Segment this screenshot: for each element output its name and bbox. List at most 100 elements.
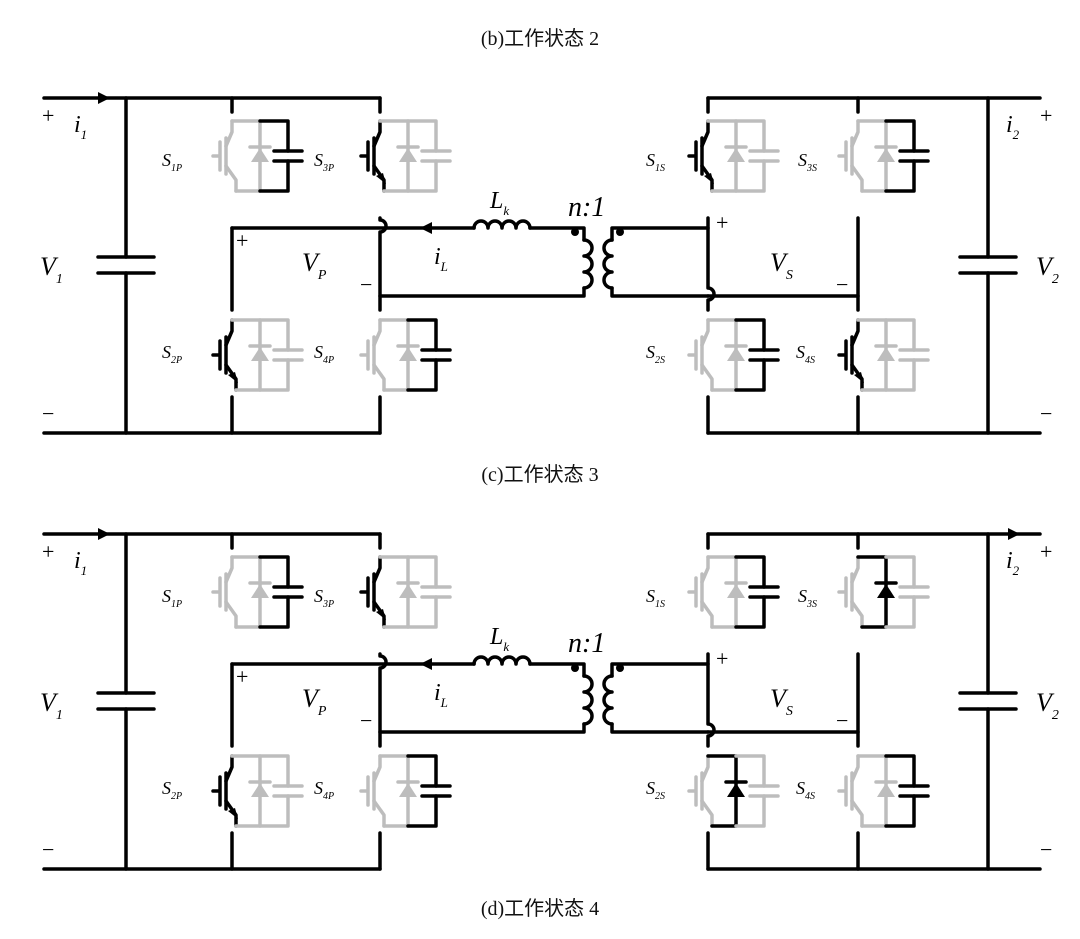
sec-left-leg-wire	[706, 532, 716, 871]
v2-cap	[958, 691, 1018, 711]
s1s-label-main: S	[646, 150, 655, 170]
s3p-label-sub: 3P	[322, 599, 334, 610]
s4s-switch	[837, 754, 930, 828]
tx-secondary-coil	[602, 674, 614, 726]
s1s-label-main: S	[646, 586, 655, 606]
s2s-label-main: S	[646, 778, 655, 798]
s1p-switch-cap	[272, 585, 304, 599]
s2s-switch	[687, 318, 780, 392]
s1s-switch	[687, 555, 780, 629]
output-current-label: i2	[1006, 548, 1020, 578]
output-plus: +	[1040, 539, 1052, 564]
s3s-switch-cap	[898, 149, 930, 163]
vp-label-sub: P	[317, 704, 327, 719]
s1s-label-sub: 1S	[655, 163, 665, 174]
s4s-label-main: S	[796, 342, 805, 362]
v1-label-sub: 1	[56, 272, 63, 287]
s4p-label-sub: 4P	[323, 791, 334, 802]
tx-primary-bottom	[378, 286, 586, 298]
s4s-label: S4S	[796, 778, 815, 802]
s4s-switch-cap-branch	[884, 754, 916, 828]
s1p-label-sub: 1P	[171, 599, 182, 610]
s3p-label-main: S	[314, 586, 323, 606]
s1s-switch-diode	[727, 584, 745, 598]
s4s-switch-diode	[877, 347, 895, 361]
s4p-label: S4P	[314, 778, 334, 802]
s2s-switch-gate	[687, 339, 698, 371]
s4p-switch-ce	[372, 318, 386, 392]
input-current-label-main: i	[74, 548, 81, 574]
s1s-switch-cap	[748, 149, 780, 163]
il-label-main: i	[434, 680, 441, 706]
il-label: iL	[434, 244, 448, 274]
s3p-label: S3P	[314, 150, 334, 174]
input-current-label: i1	[74, 112, 87, 142]
output-plus: +	[1040, 103, 1052, 128]
v1-label-sub: 1	[56, 708, 63, 723]
s1s-switch-cap-branch	[734, 119, 766, 193]
il-arrow	[420, 222, 432, 234]
lk-label-sub: k	[503, 639, 509, 654]
s1p-label-sub: 1P	[171, 163, 182, 174]
output-current-label-sub: 2	[1013, 563, 1020, 578]
tx-dot-secondary	[616, 664, 624, 672]
s3s-label-main: S	[798, 586, 807, 606]
s3p-switch-cap	[420, 585, 452, 599]
output-minus: −	[1040, 837, 1052, 862]
s3p-label-sub: 3P	[322, 163, 334, 174]
s2s-switch-gate	[687, 775, 698, 807]
s2p-switch-diode	[251, 783, 269, 797]
tx-primary-top	[528, 226, 586, 242]
s3p-switch-diode	[399, 584, 417, 598]
s2p-label: S2P	[162, 778, 182, 802]
s2s-switch-ce	[700, 318, 714, 392]
v2-label-main: V	[1036, 688, 1055, 717]
s3s-switch	[837, 119, 930, 193]
input-current-label-sub: 1	[81, 563, 88, 578]
s1p-switch-ce	[224, 119, 238, 193]
s2s-switch-diode	[727, 347, 745, 361]
v2-label: V2	[1036, 688, 1059, 723]
s2s-switch-cap-branch	[734, 318, 766, 392]
vs-label-sub: S	[786, 704, 793, 719]
input-plus: +	[42, 103, 54, 128]
primary-rails	[42, 532, 382, 871]
vs-label: VS	[770, 684, 793, 719]
s4s-label-sub: 4S	[805, 791, 815, 802]
s2s-label: S2S	[646, 778, 665, 802]
s2p-switch-gate	[211, 339, 222, 371]
input-current-label-sub: 1	[81, 127, 88, 142]
s3p-switch-gate	[359, 576, 370, 608]
s4s-switch-cap-branch	[884, 318, 916, 392]
s3s-label-main: S	[798, 150, 807, 170]
s3s-label-sub: 3S	[806, 163, 817, 174]
vs-label: VS	[770, 248, 793, 283]
s4s-label-main: S	[796, 778, 805, 798]
s3p-label-main: S	[314, 150, 323, 170]
tx-dot-secondary	[616, 228, 624, 236]
v2-label-sub: 2	[1052, 272, 1059, 287]
s2s-switch-cap	[748, 348, 780, 362]
s4p-switch-diode	[399, 347, 417, 361]
turns-ratio-label: n:1	[568, 628, 605, 659]
s1s-switch-cap	[748, 585, 780, 599]
s1s-switch-cap-branch	[734, 555, 766, 629]
s4s-label: S4S	[796, 342, 815, 366]
s2p-switch-cap-branch	[258, 318, 290, 392]
input-minus: −	[42, 401, 54, 426]
input-current-label: i1	[74, 548, 87, 578]
caption-state-3: (c)工作状态 3	[481, 464, 599, 486]
vs-label-sub: S	[786, 268, 793, 283]
s3p-switch-emitter-arrow	[376, 609, 386, 620]
v2-label-main: V	[1036, 252, 1055, 281]
input-current-label-main: i	[74, 112, 81, 138]
s3p-switch	[359, 119, 452, 193]
v2-label-sub: 2	[1052, 708, 1059, 723]
tx-dot-primary	[571, 228, 579, 236]
s4p-switch-ce	[372, 754, 386, 828]
s1s-label: S1S	[646, 586, 665, 610]
input-current-arrow	[98, 528, 110, 540]
il-label-sub: L	[440, 259, 448, 274]
s2p-label-sub: 2P	[171, 791, 182, 802]
